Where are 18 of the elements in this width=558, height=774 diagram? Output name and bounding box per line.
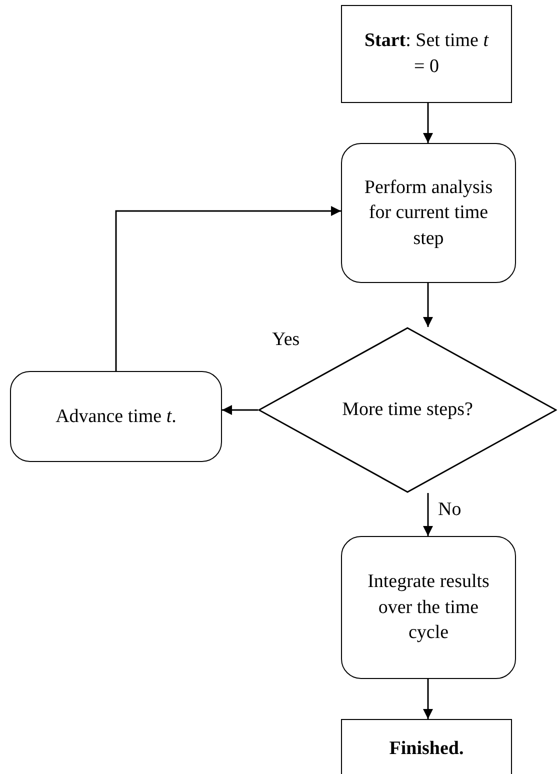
process-box bbox=[341, 536, 516, 679]
node-text: Perform analysis for current time step bbox=[364, 176, 493, 251]
arrow bbox=[423, 679, 433, 719]
arrow bbox=[423, 283, 433, 327]
node-text: Advance time t. bbox=[56, 404, 176, 429]
node-text: More time steps? bbox=[342, 398, 473, 422]
node-text: Integrate results over the time cycle bbox=[366, 570, 490, 646]
process-box bbox=[341, 143, 516, 283]
process-box bbox=[10, 371, 222, 462]
decision-diamond bbox=[258, 327, 557, 493]
arrow bbox=[423, 493, 433, 536]
end-box bbox=[341, 719, 512, 774]
node-text: Finished. bbox=[389, 737, 464, 762]
arrow bbox=[115, 206, 341, 371]
arrow bbox=[423, 103, 433, 143]
node-text: Start: Set time t = 0 bbox=[363, 29, 490, 79]
start-box bbox=[341, 5, 512, 103]
arrow bbox=[222, 405, 258, 415]
